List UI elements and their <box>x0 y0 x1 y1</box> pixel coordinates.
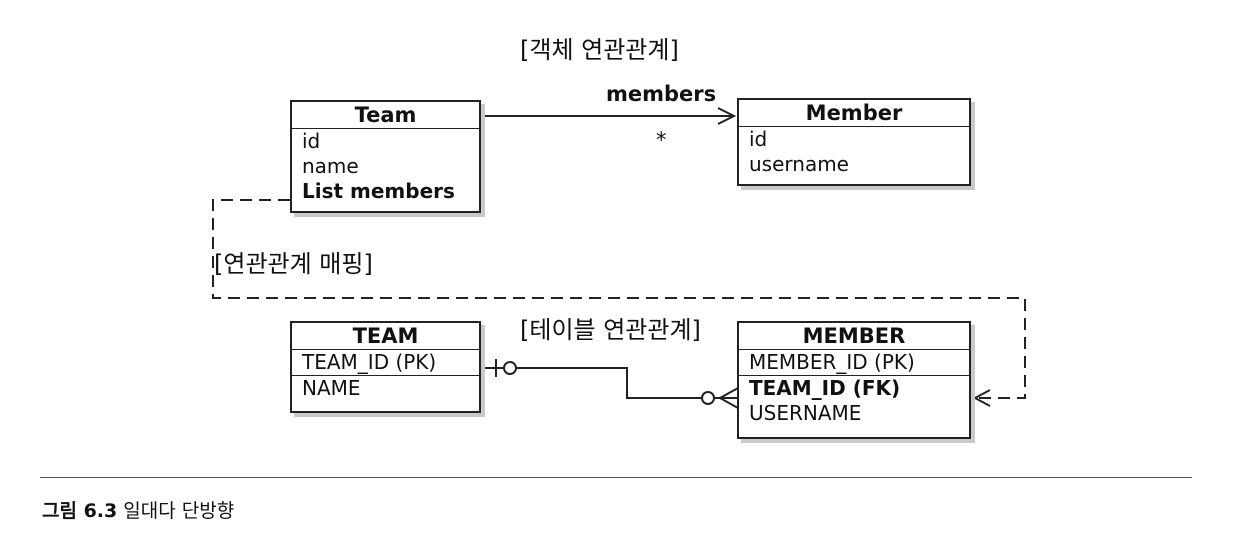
multiplicity-label: * <box>656 128 667 152</box>
team-field-name: name <box>302 154 359 178</box>
team-field-members: List members <box>302 179 455 203</box>
association-arrow <box>480 107 737 125</box>
member-table-fk: TEAM_ID (FK) <box>749 376 901 400</box>
team-entity: Team id name List members <box>290 100 481 213</box>
mapping-dashed-line <box>212 199 1026 399</box>
member-entity: Member id username <box>737 98 971 186</box>
member-table-column-username: USERNAME <box>749 401 862 425</box>
figure-title: 일대다 단방향 <box>123 500 235 522</box>
member-entity-title: Member <box>739 100 969 127</box>
object-relation-heading: [객체 연관관계] <box>520 36 679 64</box>
team-table: TEAM TEAM_ID (PK) NAME <box>290 321 481 413</box>
team-table-column-name: NAME <box>302 376 361 400</box>
table-relation-heading: [테이블 연관관계] <box>520 310 701 345</box>
caption-divider <box>40 477 1192 478</box>
member-table-title: MEMBER <box>739 323 969 350</box>
team-field-id: id <box>302 129 321 153</box>
member-field-username: username <box>749 152 849 176</box>
member-table: MEMBER MEMBER_ID (PK) TEAM_ID (FK) USERN… <box>737 321 971 439</box>
figure-caption: 그림 6.3 일대다 단방향 <box>42 496 234 523</box>
team-entity-title: Team <box>292 102 479 129</box>
member-table-pk: MEMBER_ID (PK) <box>749 350 915 374</box>
association-label: members <box>606 82 717 106</box>
figure-number: 그림 6.3 <box>42 500 118 522</box>
member-field-id: id <box>749 127 768 151</box>
team-table-title: TEAM <box>292 323 479 350</box>
team-table-pk: TEAM_ID (PK) <box>302 350 437 374</box>
mapping-arrowhead <box>972 389 991 407</box>
mapping-heading: [연관관계 매핑] <box>214 244 373 279</box>
er-relationship <box>480 359 739 409</box>
